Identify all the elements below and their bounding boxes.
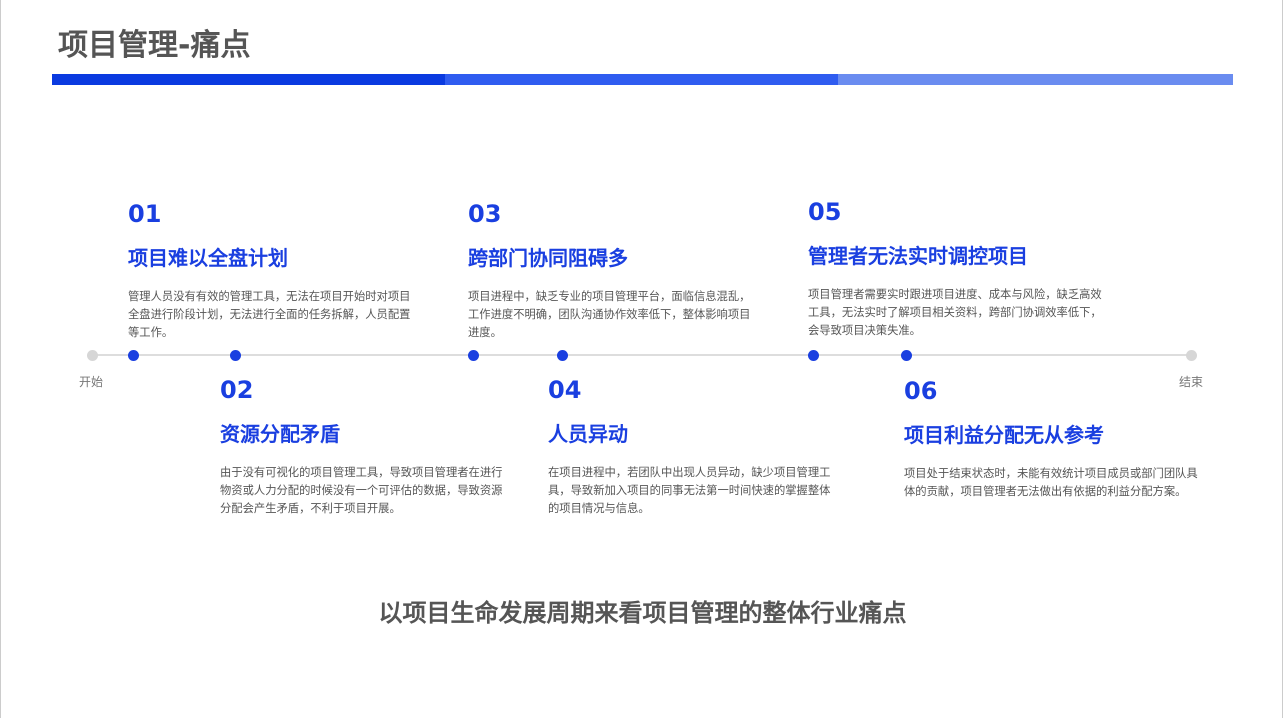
card-description: 由于没有可视化的项目管理工具，导致项目管理者在进行物资或人力分配的时候没有一个可… [220,466,503,515]
card-title: 管理者无法实时调控项目 [808,244,1028,268]
pain-point-card: 02 资源分配矛盾 由于没有可视化的项目管理工具，导致项目管理者在进行物资或人力… [220,376,510,518]
card-number: 04 [548,376,582,404]
card-title: 项目利益分配无从参考 [904,423,1104,447]
card-title: 人员异动 [548,422,628,446]
header-bar-segment [838,74,1233,85]
card-title: 资源分配矛盾 [220,422,340,446]
card-number: 03 [468,200,502,228]
card-description: 项目管理者需要实时跟进项目进度、成本与风险，缺乏高效工具，无法实时了解项目相关资… [808,288,1102,337]
timeline-line [92,354,1191,356]
timeline-dot [901,350,912,361]
timeline-end-label: 结束 [1179,375,1204,389]
timeline-start-dot [87,350,98,361]
timeline-start-label: 开始 [79,375,104,389]
timeline-dot [128,350,139,361]
timeline-dot [808,350,819,361]
page-title: 项目管理-痛点 [58,28,251,63]
card-number: 02 [220,376,254,404]
card-number: 05 [808,198,842,226]
card-description: 项目处于结束状态时，未能有效统计项目成员或部门团队具体的贡献，项目管理者无法做出… [904,467,1198,498]
pain-point-card: 05 管理者无法实时调控项目 项目管理者需要实时跟进项目进度、成本与风险，缺乏高… [808,198,1108,340]
card-number: 01 [128,200,162,228]
card-title: 项目难以全盘计划 [128,246,288,270]
pain-point-card: 01 项目难以全盘计划 管理人员没有有效的管理工具，无法在项目开始时对项目全盘进… [128,200,418,342]
timeline-dot [230,350,241,361]
footer-summary: 以项目生命发展周期来看项目管理的整体行业痛点 [378,599,907,627]
header-bar-segment [52,74,445,85]
pain-point-card: 03 跨部门协同阻碍多 项目进程中，缺乏专业的项目管理平台，面临信息混乱，工作进… [468,200,753,342]
card-title: 跨部门协同阻碍多 [468,246,628,270]
card-number: 06 [904,377,938,405]
timeline-dot [468,350,479,361]
card-description: 在项目进程中，若团队中出现人员异动，缺少项目管理工具，导致新加入项目的同事无法第… [548,466,831,515]
pain-point-card: 04 人员异动 在项目进程中，若团队中出现人员异动，缺少项目管理工具，导致新加入… [548,376,833,518]
card-description: 项目进程中，缺乏专业的项目管理平台，面临信息混乱，工作进度不明确，团队沟通协作效… [468,290,751,339]
pain-point-card: 06 项目利益分配无从参考 项目处于结束状态时，未能有效统计项目成员或部门团队具… [904,377,1204,501]
timeline-dot [557,350,568,361]
timeline-end-dot [1186,350,1197,361]
header-bar-segment [445,74,838,85]
card-description: 管理人员没有有效的管理工具，无法在项目开始时对项目全盘进行阶段计划，无法进行全面… [128,290,411,339]
